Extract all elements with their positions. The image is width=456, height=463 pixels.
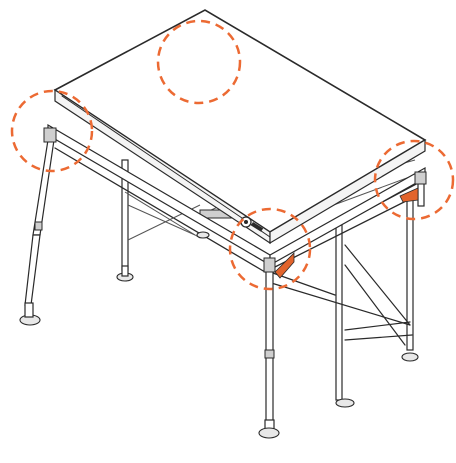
back-left-leg bbox=[116, 159, 134, 282]
bracket-plate-right bbox=[399, 187, 419, 203]
callout-front-corner bbox=[228, 207, 312, 291]
orange-corner-bracket-front bbox=[274, 252, 295, 279]
orange-corner-bracket-right bbox=[399, 187, 419, 203]
front-corner-leg bbox=[258, 257, 280, 439]
middle-back-leg bbox=[335, 224, 355, 408]
roof-canopy bbox=[53, 9, 427, 245]
front-left-leg bbox=[19, 127, 57, 326]
callout-right-corner bbox=[373, 139, 455, 221]
callout-left-corner bbox=[10, 89, 94, 173]
bracket-plate-front bbox=[274, 252, 295, 279]
callout-roof-center bbox=[156, 19, 242, 105]
back-right-leg bbox=[401, 199, 419, 362]
